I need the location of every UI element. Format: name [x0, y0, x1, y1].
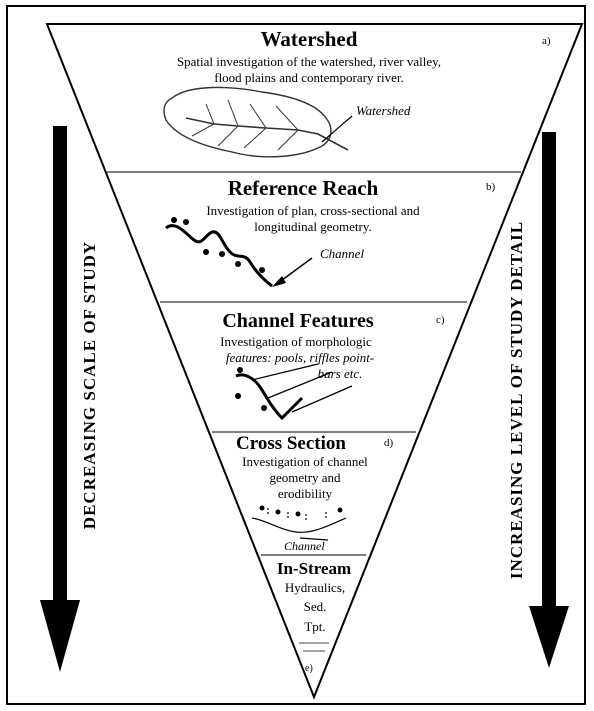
- cross-section-pointer: [299, 537, 329, 541]
- in-stream-desc-line3: Tpt.: [304, 619, 325, 634]
- in-stream-title: In-Stream: [277, 559, 351, 578]
- decreasing-scale-arrow: [40, 126, 80, 672]
- in-stream-desc-line2: Sed.: [304, 599, 327, 614]
- channel-features-drawing: [235, 373, 304, 421]
- right-axis-label: INCREASING LEVEL OF STUDY DETAIL: [507, 221, 526, 579]
- reference-reach-title: Reference Reach: [228, 176, 379, 200]
- cross-section-desc-line1: Investigation of channel: [242, 454, 368, 469]
- cross-section-annotation: Channel: [284, 539, 325, 553]
- increasing-detail-arrow: [529, 132, 569, 668]
- level-letter-e: e): [305, 663, 313, 674]
- watershed-pointer: [321, 115, 353, 143]
- in-stream-hatching: [299, 642, 329, 652]
- channel-features-desc-line3: bars etc.: [318, 366, 363, 381]
- cross-section-drawing: [251, 508, 347, 533]
- inverted-triangle: [45, 23, 584, 700]
- channel-features-desc-line1: Investigation of morphologic: [220, 334, 372, 349]
- reference-reach-channel-drawing: [165, 224, 273, 288]
- cross-section-desc-line2: geometry and: [269, 470, 341, 485]
- watershed-desc-line2: flood plains and contemporary river.: [214, 70, 404, 85]
- figure-frame: [6, 5, 586, 705]
- reference-reach-desc-line2: longitudinal geometry.: [254, 219, 372, 234]
- level-letter-c: c): [436, 314, 445, 326]
- level-letter-b: b): [486, 181, 496, 193]
- watershed-drawing: [163, 86, 349, 158]
- reference-reach-markers: [171, 217, 265, 273]
- channel-features-pointers: [251, 363, 353, 413]
- cross-section-markers: [259, 505, 343, 517]
- channel-features-title: Channel Features: [222, 310, 374, 332]
- cross-section-desc-line3: erodibility: [278, 486, 333, 501]
- channel-features-markers: [235, 367, 267, 411]
- reference-reach-desc-line1: Investigation of plan, cross-sectional a…: [206, 203, 420, 218]
- level-letter-a: a): [542, 35, 551, 47]
- watershed-title: Watershed: [261, 27, 358, 51]
- watershed-annotation: Watershed: [356, 103, 411, 118]
- level-letter-d: d): [384, 437, 394, 449]
- left-axis-label: DECREASING SCALE OF STUDY: [80, 241, 99, 529]
- in-stream-desc-line1: Hydraulics,: [285, 580, 345, 595]
- channel-features-desc-line2: features: pools, riffles point-: [226, 350, 374, 365]
- reference-reach-annotation: Channel: [320, 246, 364, 261]
- watershed-desc-line1: Spatial investigation of the watershed, …: [177, 54, 441, 69]
- reference-reach-pointer-head: [272, 276, 286, 287]
- cross-section-title: Cross Section: [236, 433, 346, 454]
